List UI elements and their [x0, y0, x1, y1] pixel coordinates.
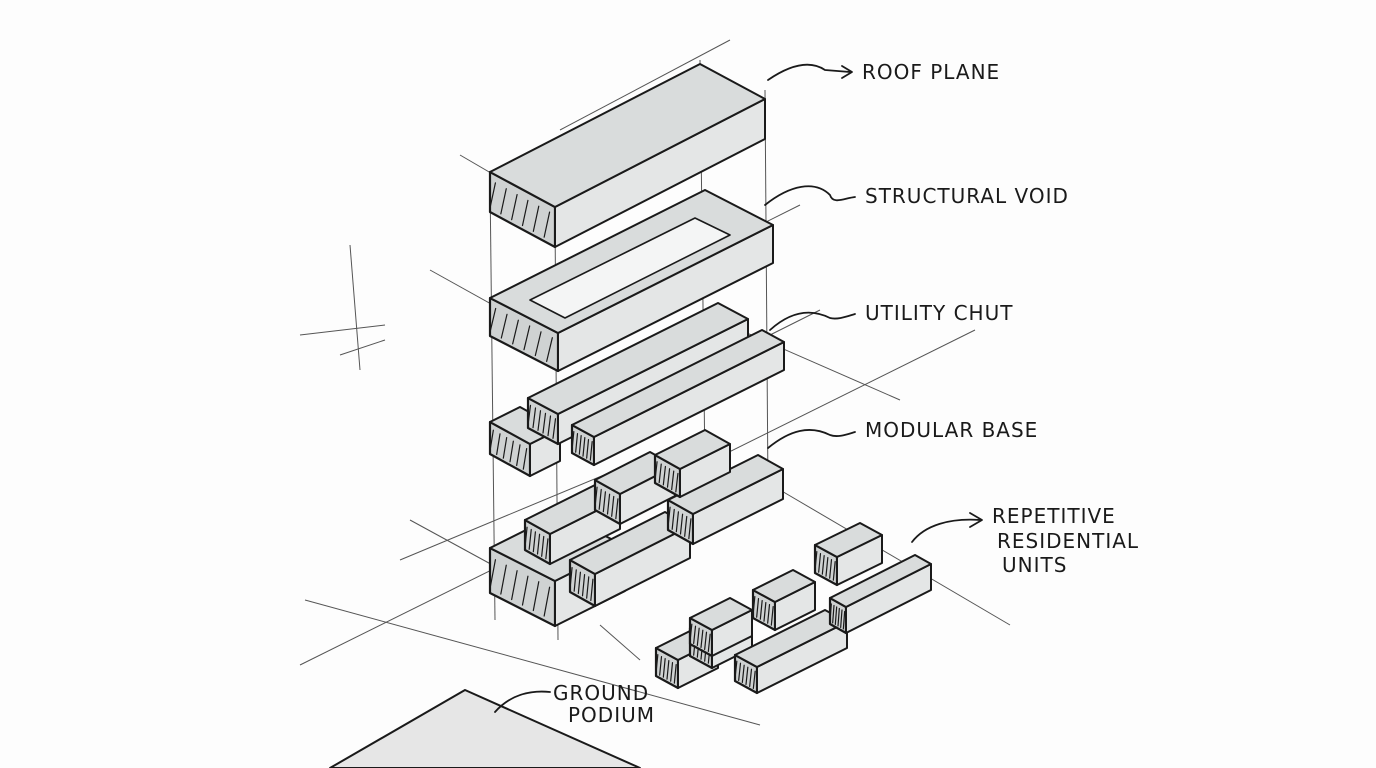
modular-base-box-1-hatch — [569, 566, 594, 602]
label-ground-2: PODIUM — [568, 703, 655, 727]
residential-unit-3-top-face — [752, 569, 816, 603]
utility-chute-bar-front-top-face — [571, 329, 785, 438]
leader-modular-base — [767, 429, 856, 449]
ground-podium-slab — [329, 689, 641, 768]
leader-utility-chute — [769, 311, 856, 331]
utility-chute-bar-back-top-face — [527, 302, 749, 415]
modular-base-box-5-hatch — [654, 461, 679, 493]
label-repetitive-1: REPETITIVE — [992, 504, 1116, 528]
modular-base-box-5-top-face — [654, 429, 731, 470]
residential-unit-5-top-face — [829, 554, 932, 608]
modular-base-box-2-hatch — [524, 526, 549, 560]
utility-chute-bar-back-hatch — [527, 404, 557, 439]
labels: ROOF PLANE STRUCTURAL VOID UTILITY CHUT … — [553, 60, 1139, 727]
utility-chute-bar-front-hatch — [571, 431, 593, 461]
leader-structural-void — [764, 185, 856, 206]
leader-roof-plane — [767, 63, 853, 81]
modular-base-box-0-hatch — [489, 559, 551, 617]
label-modular-base: MODULAR BASE — [865, 418, 1038, 442]
leader-repetitive-units — [911, 512, 983, 543]
residential-unit-5-hatch — [829, 603, 846, 630]
residential-unit-3-hatch — [752, 596, 774, 626]
label-repetitive-3: UNITS — [1002, 553, 1067, 577]
leader-ground-podium — [494, 690, 551, 713]
structural-void-opening — [529, 217, 731, 319]
label-repetitive-2: RESIDENTIAL — [997, 529, 1139, 553]
label-ground-1: GROUND — [553, 681, 649, 705]
residential-unit-4-top-face — [814, 522, 883, 558]
residential-unit-2-hatch — [734, 660, 756, 689]
modular-base-box-4-hatch — [667, 506, 692, 540]
label-utility-chute: UTILITY CHUT — [865, 301, 1013, 325]
residential-unit-6-hatch — [689, 623, 711, 652]
label-structural-void: STRUCTURAL VOID — [865, 184, 1069, 208]
modular-base-box-3-hatch — [594, 486, 619, 520]
leader-lines — [494, 63, 983, 713]
residential-unit-0-hatch — [655, 654, 677, 684]
roof-plane-hatch — [489, 182, 551, 238]
residential-unit-4-hatch — [814, 551, 836, 581]
residential-unit-6-top-face — [689, 597, 753, 631]
utility-small-box-hatch — [489, 429, 528, 470]
building-layers — [329, 63, 932, 768]
structural-void-frame-hatch — [489, 307, 553, 362]
label-roof-plane: ROOF PLANE — [862, 60, 1000, 84]
roof-plane-top-face — [489, 63, 766, 208]
